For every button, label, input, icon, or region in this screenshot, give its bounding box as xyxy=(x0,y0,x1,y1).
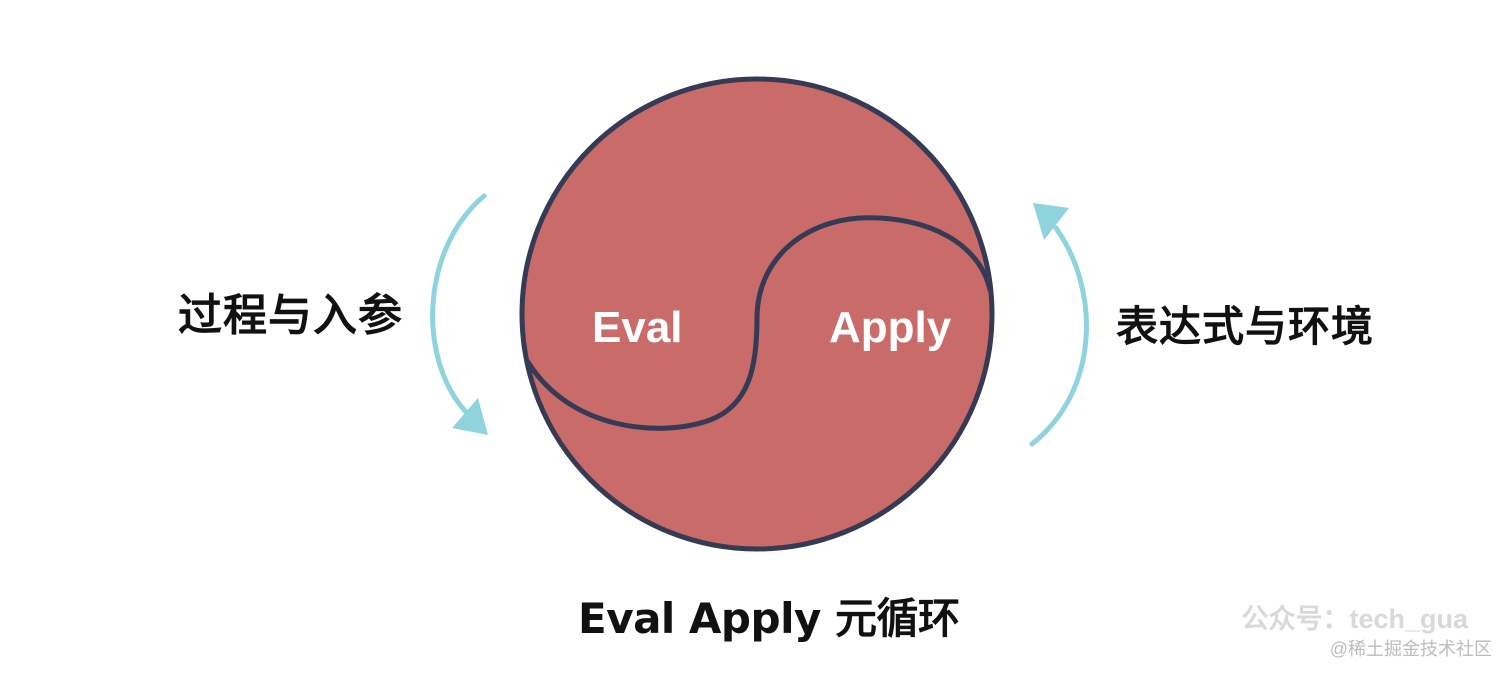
apply-label: Apply xyxy=(829,303,952,352)
watermark-site: @稀土掘金技术社区 xyxy=(1329,639,1492,659)
left-label: 过程与入参 xyxy=(178,290,403,341)
right-arrowhead-icon xyxy=(1033,203,1069,240)
eval-label: Eval xyxy=(592,303,683,352)
left-arrowhead-icon xyxy=(452,398,488,435)
diagram-caption: Eval Apply 元循环 xyxy=(578,594,960,643)
s-curve-divider xyxy=(525,215,993,431)
watermark-account: 公众号：tech_gua xyxy=(1241,604,1468,634)
left-cycle-arrow xyxy=(430,193,487,415)
right-cycle-arrow xyxy=(1029,225,1089,447)
right-label: 表达式与环境 xyxy=(1116,302,1375,351)
